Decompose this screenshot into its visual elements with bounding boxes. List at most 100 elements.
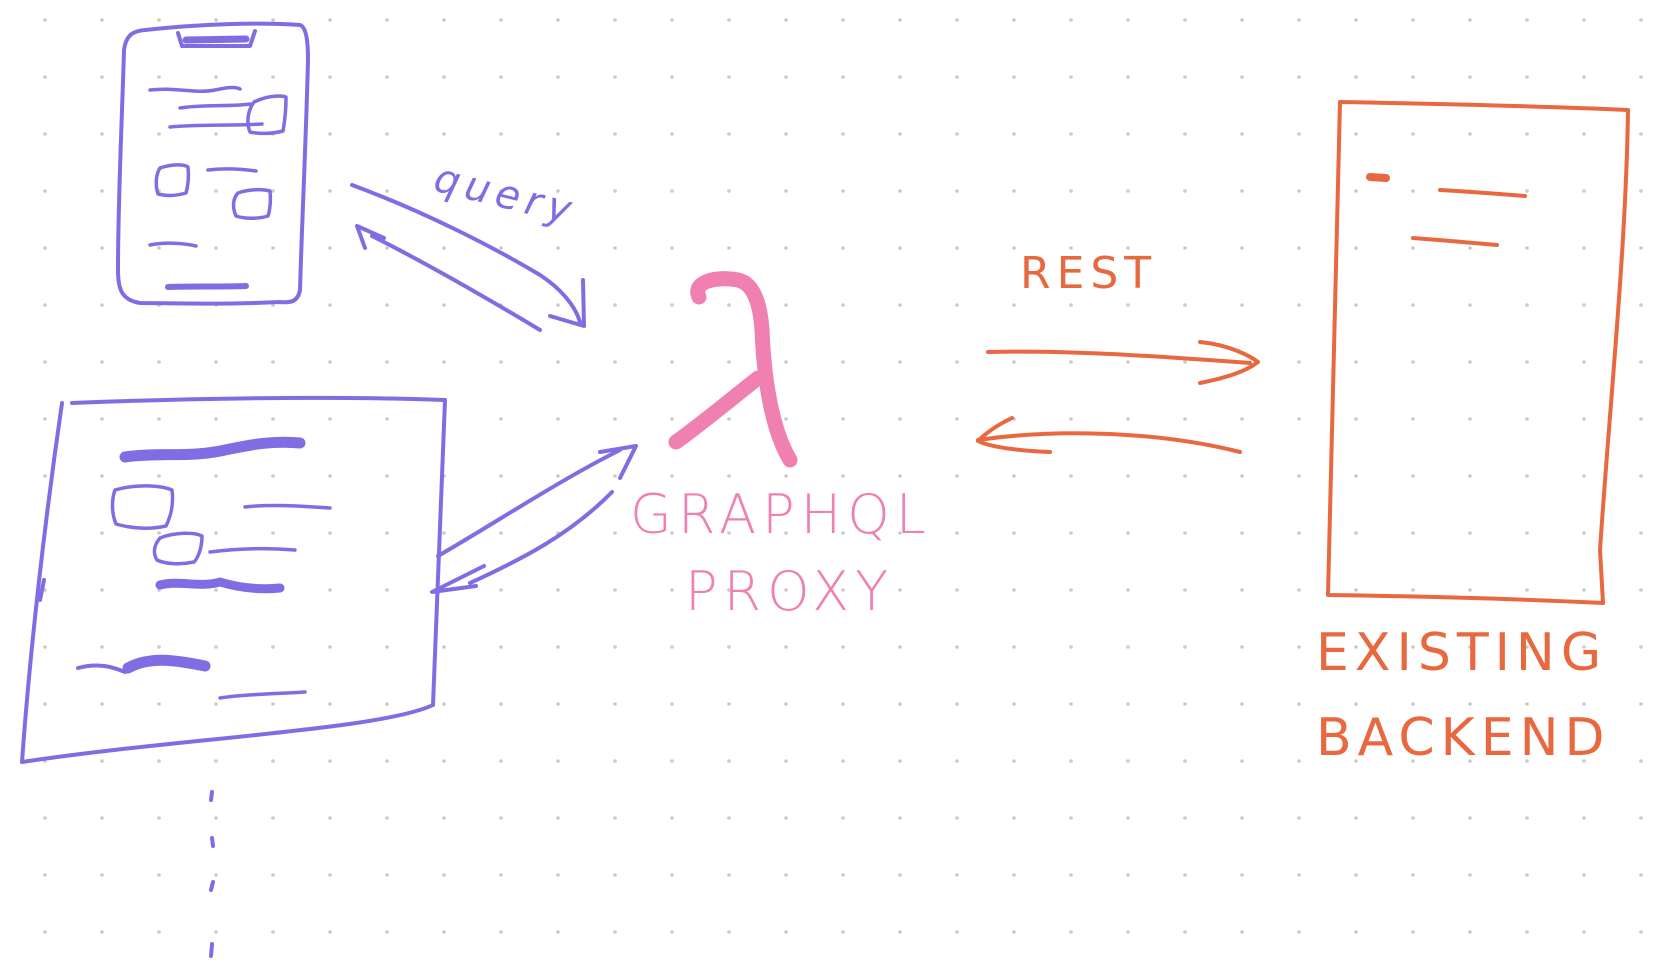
grid-dot [898,18,902,22]
grid-dot [214,75,218,79]
grid-dot [1240,873,1244,877]
grid-dot [271,531,275,535]
grid-dot [556,132,560,136]
grid-dot [1126,930,1130,934]
grid-dot [214,531,218,535]
grid-dot [100,303,104,307]
grid-dot [613,873,617,877]
grid-dot [1582,132,1586,136]
grid-dot [214,702,218,706]
grid-dot [499,18,503,22]
grid-dot [1126,132,1130,136]
grid-dot [898,930,902,934]
grid-dot [613,75,617,79]
grid-dot [784,189,788,193]
grid-dot [499,132,503,136]
grid-dot [1468,132,1472,136]
grid-dot [328,132,332,136]
grid-dot [43,303,47,307]
grid-dot [955,18,959,22]
grid-dot [328,474,332,478]
grid-dot [328,75,332,79]
dot-grid [43,18,1643,934]
grid-dot [955,75,959,79]
grid-dot [613,246,617,250]
grid-dot [1525,702,1529,706]
grid-dot [898,189,902,193]
grid-dot [328,588,332,592]
grid-dot [328,531,332,535]
grid-dot [1468,702,1472,706]
grid-dot [1468,75,1472,79]
grid-dot [727,417,731,421]
grid-dot [955,246,959,250]
grid-dot [613,18,617,22]
grid-dot [955,189,959,193]
grid-dot [100,246,104,250]
grid-dot [1639,246,1643,250]
grid-dot [556,816,560,820]
grid-dot [727,702,731,706]
grid-dot [727,75,731,79]
grid-dot [499,873,503,877]
grid-dot [1240,645,1244,649]
grid-dot [1582,246,1586,250]
grid-dot [1240,588,1244,592]
grid-dot [1639,531,1643,535]
grid-dot [499,531,503,535]
grid-dot [1069,873,1073,877]
grid-dot [157,645,161,649]
grid-dot [100,474,104,478]
grid-dot [1582,417,1586,421]
grid-dot [556,474,560,478]
grid-dot [1525,759,1529,763]
grid-dot [556,702,560,706]
grid-dot [1468,588,1472,592]
grid-dot [271,246,275,250]
grid-dot [784,474,788,478]
grid-dot [1183,873,1187,877]
rest-label: REST [1020,248,1157,299]
grid-dot [1297,474,1301,478]
grid-dot [1183,702,1187,706]
grid-dot [1639,360,1643,364]
grid-dot [1297,702,1301,706]
grid-dot [1126,816,1130,820]
grid-dot [670,588,674,592]
grid-dot [784,246,788,250]
grid-dot [271,189,275,193]
grid-dot [841,303,845,307]
grid-dot [955,702,959,706]
grid-dot [1240,531,1244,535]
grid-dot [1012,360,1016,364]
grid-dot [1183,75,1187,79]
grid-dot [1012,702,1016,706]
grid-dot [1297,588,1301,592]
grid-dot [898,474,902,478]
query-label: query [430,155,582,235]
grid-dot [1411,75,1415,79]
grid-dot [613,132,617,136]
grid-dot [613,645,617,649]
grid-dot [1468,303,1472,307]
grid-dot [328,645,332,649]
grid-dot [1639,930,1643,934]
grid-dot [1297,360,1301,364]
grid-dot [385,75,389,79]
grid-dot [898,645,902,649]
grid-dot [898,360,902,364]
grid-dot [1582,930,1586,934]
grid-dot [1354,531,1358,535]
grid-dot [1126,189,1130,193]
proxy-label-line1: GRAPHQL [630,483,932,546]
grid-dot [784,75,788,79]
grid-dot [1183,18,1187,22]
grid-dot [784,303,788,307]
grid-dot [328,18,332,22]
grid-dot [1297,18,1301,22]
grid-dot [556,930,560,934]
grid-dot [385,645,389,649]
grid-dot [1468,930,1472,934]
grid-dot [1012,531,1016,535]
grid-dot [955,873,959,877]
